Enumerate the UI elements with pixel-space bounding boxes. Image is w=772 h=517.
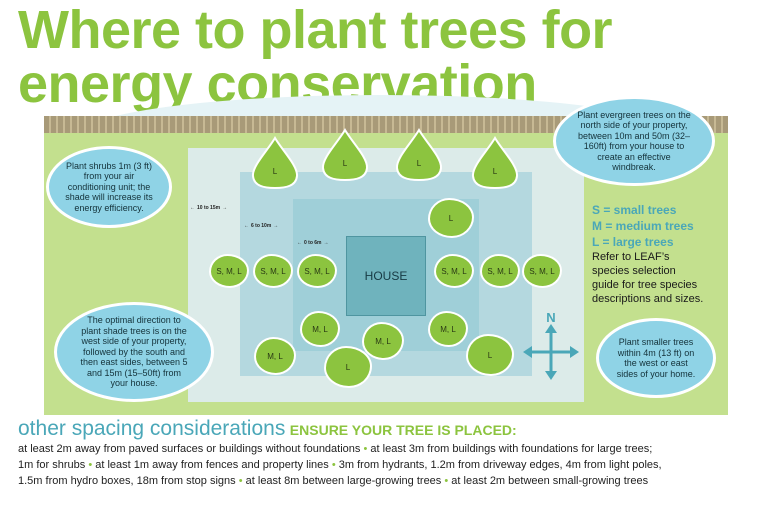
distance-outer-label: 10 to 15m: [197, 205, 221, 211]
spacing-item: 3m from hydrants, 1.2m from driveway edg…: [338, 459, 662, 471]
evergreen-tree: L: [470, 136, 520, 190]
tree-label: L: [272, 167, 278, 176]
tree-label: L: [345, 362, 351, 372]
legend-note-line: species selection: [592, 265, 676, 277]
info-bubble-shrubs: Plant shrubs 1m (3 ft) from your air con…: [46, 146, 172, 228]
bullet: •: [331, 459, 336, 471]
tree-medium-large: M, L: [428, 311, 468, 347]
legend-medium: M = medium trees: [592, 219, 694, 233]
legend-note: Refer to LEAF’s species selection guide …: [592, 250, 703, 306]
tree-label: S, M, L: [216, 266, 242, 276]
tree-small-medium-large: S, M, L: [297, 254, 337, 288]
tree-large: L: [428, 198, 474, 238]
tree-label: M, L: [440, 324, 456, 334]
evergreen-tree: L: [320, 128, 370, 182]
legend-note-line: descriptions and sizes.: [592, 293, 704, 305]
tree-medium-large: M, L: [362, 322, 404, 360]
spacing-item: at least 3m from buildings with foundati…: [370, 443, 653, 455]
bullet: •: [444, 475, 449, 487]
tree-large: L: [466, 334, 514, 376]
compass-north-label: N: [546, 310, 556, 325]
tree-label: S, M, L: [529, 266, 555, 276]
tree-small-medium-large: S, M, L: [480, 254, 520, 288]
tree-label: S, M, L: [487, 266, 513, 276]
house-label: HOUSE: [364, 269, 408, 283]
tree-label: M, L: [375, 336, 391, 346]
title-line-1: Where to plant trees for: [18, 0, 613, 60]
legend-note-line: Refer to LEAF’s: [592, 251, 670, 263]
tree-label: L: [448, 213, 454, 223]
spacing-line-2: 1m for shrubs • at least 1m away from fe…: [18, 458, 662, 472]
spacing-subtitle: ENSURE YOUR TREE IS PLACED:: [289, 422, 517, 438]
spacing-item: at least 2m away from paved surfaces or …: [18, 443, 361, 455]
tree-medium-large: M, L: [254, 337, 296, 375]
spacing-title: other spacing considerations: [18, 417, 286, 440]
spacing-item: 1.5m from hydro boxes, 18m from stop sig…: [18, 475, 236, 487]
evergreen-tree: L: [250, 136, 300, 190]
tree-small-medium-large: S, M, L: [434, 254, 474, 288]
spacing-item: at least 8m between large-growing trees: [245, 475, 442, 487]
evergreen-tree: L: [394, 128, 444, 182]
spacing-line-3: 1.5m from hydro boxes, 18m from stop sig…: [18, 474, 648, 488]
tree-label: S, M, L: [260, 266, 286, 276]
spacing-item: at least 1m away from fences and propert…: [95, 459, 329, 471]
spacing-item: at least 2m between small-growing trees: [451, 475, 649, 487]
bullet: •: [88, 459, 93, 471]
legend-large: L = large trees: [592, 235, 674, 249]
tree-small-medium-large: S, M, L: [209, 254, 249, 288]
bullet: •: [238, 475, 243, 487]
tree-medium-large: M, L: [300, 311, 340, 347]
tree-label: S, M, L: [441, 266, 467, 276]
info-bubble-shade-trees: The optimal direction to plant shade tre…: [54, 302, 214, 402]
tree-small-medium-large: S, M, L: [253, 254, 293, 288]
tree-small-medium-large: S, M, L: [522, 254, 562, 288]
tree-label: S, M, L: [304, 266, 330, 276]
tree-label: L: [416, 159, 422, 168]
tree-label: L: [492, 167, 498, 176]
tree-label: L: [487, 350, 493, 360]
legend-note-line: guide for tree species: [592, 279, 698, 291]
legend-small: S = small trees: [592, 203, 677, 217]
tree-label: L: [342, 159, 348, 168]
house: HOUSE: [346, 236, 426, 316]
compass-icon: [523, 324, 579, 380]
bullet: •: [363, 443, 368, 455]
tree-large: L: [324, 346, 372, 388]
distance-inner: ←0 to 6m→: [297, 240, 329, 246]
distance-outer: ←10 to 15m→: [190, 205, 228, 211]
info-bubble-evergreen: Plant evergreen trees on the north side …: [553, 96, 715, 186]
spacing-item: 1m for shrubs: [18, 459, 86, 471]
tree-label: M, L: [267, 351, 283, 361]
distance-middle-label: 6 to 10m: [251, 223, 272, 229]
distance-inner-label: 0 to 6m: [304, 240, 322, 246]
tree-label: M, L: [312, 324, 328, 334]
spacing-heading: other spacing considerations ENSURE YOUR…: [18, 417, 517, 441]
distance-middle: ←6 to 10m→: [244, 223, 279, 229]
info-bubble-smaller-trees: Plant smaller trees within 4m (13 ft) on…: [596, 318, 716, 398]
spacing-line-1: at least 2m away from paved surfaces or …: [18, 442, 652, 456]
